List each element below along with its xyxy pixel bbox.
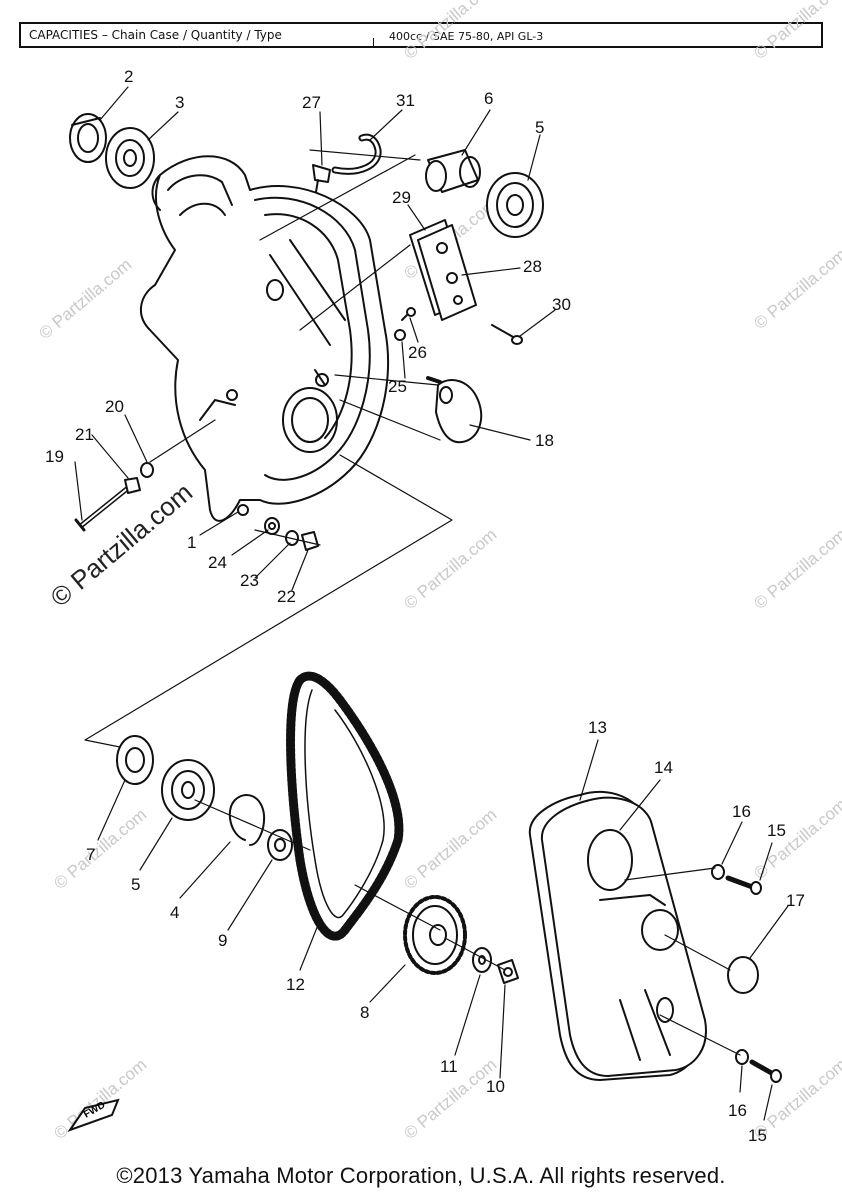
washer-24 <box>264 517 280 535</box>
bolt-19 <box>74 485 131 532</box>
tensioner-18 <box>426 376 483 444</box>
callout-22: 22 <box>277 587 296 606</box>
screw-26 <box>401 307 416 321</box>
callout-20: 20 <box>105 397 124 416</box>
washer-16-upper <box>711 864 725 880</box>
sprocket-8 <box>403 895 467 975</box>
header-divider <box>373 38 374 48</box>
watermark-small-2: © Partzilla.com <box>750 245 842 333</box>
callout-8: 8 <box>360 1003 369 1022</box>
callout-21: 21 <box>75 425 94 444</box>
watermark-small-8: © Partzilla.com <box>750 795 842 883</box>
callout-5-lower: 5 <box>131 875 140 894</box>
chain-case-body <box>140 155 390 522</box>
callout-leaders <box>74 86 789 1121</box>
callout-14: 14 <box>654 758 673 777</box>
bearing-7 <box>116 735 154 785</box>
callout-7: 7 <box>86 845 95 864</box>
nut-10 <box>497 959 519 984</box>
circlip-4 <box>228 794 266 846</box>
callout-23: 23 <box>240 571 259 590</box>
capacities-label: CAPACITIES – Chain Case / Quantity / Typ… <box>29 28 282 42</box>
callout-16-lower: 16 <box>728 1101 747 1120</box>
watermark-small-12: © Partzilla.com <box>750 0 842 63</box>
collar-9 <box>267 829 293 861</box>
callout-15-lower: 15 <box>748 1126 767 1145</box>
callout-19: 19 <box>45 447 64 466</box>
callout-9: 9 <box>218 931 227 950</box>
bearing-3 <box>105 127 155 189</box>
callout-numbers: 2 3 27 31 6 5 29 28 30 26 25 18 20 21 19… <box>45 67 805 1145</box>
screw-30 <box>491 324 523 345</box>
drive-chain-12 <box>286 671 404 941</box>
callout-4: 4 <box>170 903 179 922</box>
callout-10: 10 <box>486 1077 505 1096</box>
watermark-small-1: © Partzilla.com <box>35 255 135 343</box>
capacities-value: 400cc / SAE 75-80, API GL-3 <box>389 30 544 43</box>
nut-22 <box>301 531 319 551</box>
callout-3: 3 <box>175 93 184 112</box>
cap-17 <box>727 956 759 994</box>
watermark-large: © Partzilla.com <box>45 477 198 613</box>
callout-24: 24 <box>208 553 227 572</box>
callout-30: 30 <box>552 295 571 314</box>
callout-15-upper: 15 <box>767 821 786 840</box>
capacities-header: CAPACITIES – Chain Case / Quantity / Typ… <box>19 22 823 48</box>
collar-6 <box>425 149 481 193</box>
washer-16-lower <box>735 1049 749 1065</box>
watermark-small-4: © Partzilla.com <box>750 525 842 613</box>
watermark-small-7: © Partzilla.com <box>400 805 500 893</box>
callout-1: 1 <box>187 533 196 552</box>
bearing-2 <box>69 113 107 163</box>
callout-17: 17 <box>786 891 805 910</box>
bolt-15-upper <box>725 875 762 895</box>
washer-11 <box>472 947 492 973</box>
washer-25-pin <box>394 329 406 341</box>
callout-18: 18 <box>535 431 554 450</box>
plate-28 <box>417 224 477 321</box>
watermark-small-9: © Partzilla.com <box>50 1055 150 1143</box>
callout-26: 26 <box>408 343 427 362</box>
callout-29: 29 <box>392 188 411 207</box>
callout-31: 31 <box>396 91 415 110</box>
callout-13: 13 <box>588 718 607 737</box>
assembly-lines-upper <box>84 149 453 753</box>
washer-20 <box>140 462 154 478</box>
callout-16-upper: 16 <box>732 802 751 821</box>
callout-11: 11 <box>440 1057 458 1076</box>
callout-28: 28 <box>523 257 542 276</box>
copyright-notice: ©2013 Yamaha Motor Corporation, U.S.A. A… <box>116 1163 726 1188</box>
callout-27: 27 <box>302 93 321 112</box>
callout-25: 25 <box>388 377 407 396</box>
callout-6: 6 <box>484 89 493 108</box>
assembly-lines-lower <box>194 799 741 1056</box>
bearing-5-lower <box>161 759 215 821</box>
breather-hose-31 <box>331 133 382 175</box>
callout-5-upper: 5 <box>535 118 544 137</box>
watermark-small-3: © Partzilla.com <box>400 525 500 613</box>
watermark-small-13: © Partzilla.com <box>400 0 500 63</box>
callout-2: 2 <box>124 67 133 86</box>
breather-fitting-27 <box>312 164 331 193</box>
bearing-5-upper <box>486 172 544 238</box>
nut-21 <box>124 477 141 494</box>
callout-12: 12 <box>286 975 305 994</box>
bolt-15-lower <box>749 1059 782 1083</box>
chain-case-cover-14 <box>540 796 707 1077</box>
